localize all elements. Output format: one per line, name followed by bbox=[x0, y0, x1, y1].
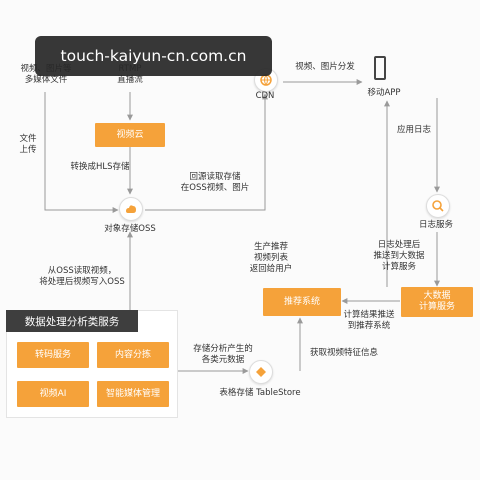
tablestore-label: 表格存储 TableStore bbox=[219, 388, 301, 398]
log-service-label: 日志服务 bbox=[418, 220, 453, 230]
mobile-phone-icon bbox=[374, 56, 386, 80]
cdn-label: CDN bbox=[255, 91, 275, 101]
label-distribute: 视频、图片分发 bbox=[295, 62, 355, 72]
watermark-banner: touch-kaiyun-cn.com.cn bbox=[35, 36, 272, 76]
mobile-app-label: 移动APP bbox=[367, 88, 401, 98]
service-video-ai[interactable]: 视频AI bbox=[17, 381, 89, 407]
label-to-hls: 转换成HLS存储 bbox=[70, 162, 130, 172]
processing-group-title: 数据处理分析类服务 bbox=[6, 310, 138, 332]
oss-label: 对象存储OSS bbox=[104, 224, 156, 234]
label-oss-read-write: 从OSS读取视频， 将处理后视频写入OSS bbox=[39, 266, 125, 287]
label-calc-push: 计算结果推送 到推荐系统 bbox=[343, 310, 395, 331]
edge-upload bbox=[44, 92, 119, 213]
edge-origin bbox=[145, 93, 268, 211]
service-transcode[interactable]: 转码服务 bbox=[17, 342, 89, 368]
log-service-icon bbox=[426, 194, 450, 218]
tablestore-icon bbox=[249, 360, 273, 384]
label-log-push: 日志处理后 推送到大数据 计算服务 bbox=[373, 240, 425, 272]
label-app-log: 应用日志 bbox=[396, 125, 431, 135]
label-store-meta: 存储分析产生的 各类元数据 bbox=[193, 344, 253, 365]
service-content-sort[interactable]: 内容分拣 bbox=[97, 342, 169, 368]
video-cloud-node[interactable]: 视频云 bbox=[95, 123, 165, 147]
label-origin-read: 回源读取存储 在OSS视频、图片 bbox=[180, 172, 250, 193]
label-gen-list: 生产推荐 视频列表 返回给用户 bbox=[249, 242, 293, 274]
service-media-management[interactable]: 智能媒体管理 bbox=[97, 381, 169, 407]
bigdata-compute-node[interactable]: 大数据 计算服务 bbox=[401, 287, 473, 317]
recommend-system-node[interactable]: 推荐系统 bbox=[263, 288, 341, 316]
label-file-upload: 文件 上传 bbox=[19, 134, 37, 155]
label-fetch-feature: 获取视频特征信息 bbox=[309, 348, 378, 358]
oss-icon bbox=[119, 197, 143, 221]
